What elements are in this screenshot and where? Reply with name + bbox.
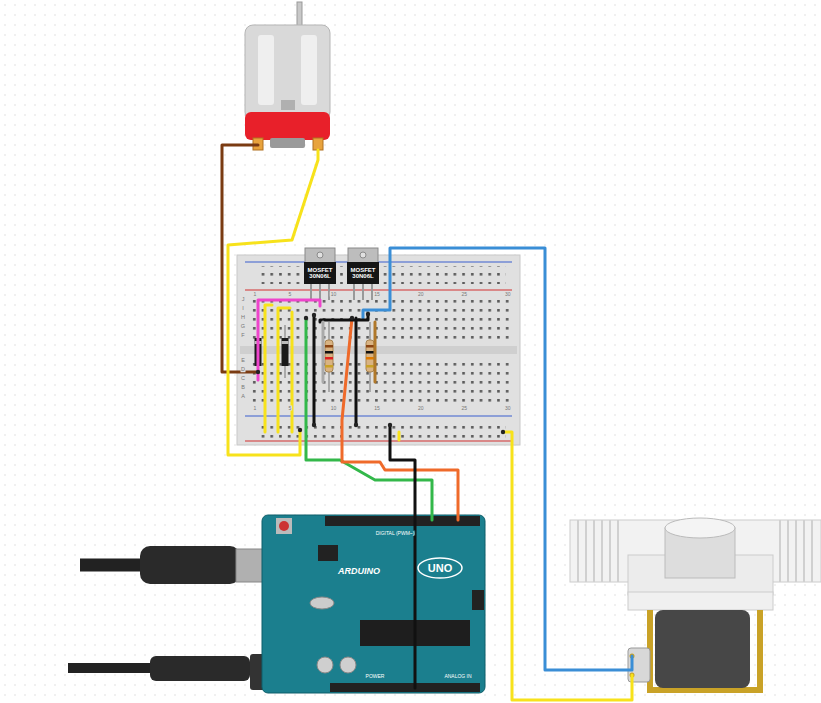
- column-number: 10: [330, 291, 337, 296]
- row-letter: B: [241, 385, 246, 391]
- header-label: DIGITAL (PWM~): [375, 531, 415, 536]
- column-number: 30: [505, 406, 512, 411]
- row-letter: E: [241, 358, 246, 364]
- usb-cable: [80, 546, 292, 584]
- column-number: 1: [253, 406, 257, 411]
- column-number: 20: [417, 291, 424, 296]
- column-number: 15: [374, 406, 381, 411]
- mosfet-package: MOSFET 30N06L: [347, 262, 379, 284]
- dc-motor: [245, 2, 330, 150]
- row-letter: J: [241, 297, 245, 303]
- jumper-wires: [222, 145, 632, 700]
- header-label: ANALOG IN: [444, 674, 472, 679]
- column-number: 1: [253, 291, 257, 296]
- row-letter: H: [241, 315, 246, 321]
- row-letter: F: [241, 333, 245, 339]
- arduino-board: [262, 515, 485, 693]
- wire-ends: [256, 312, 505, 434]
- arduino-board: ARDUINO UNO: [262, 515, 485, 693]
- column-number: 10: [330, 406, 337, 411]
- mosfet-package: MOSFET 30N06L: [304, 262, 336, 284]
- breadboard: [237, 255, 520, 445]
- diode-symbol: [255, 325, 289, 378]
- row-letter: D: [241, 367, 246, 373]
- column-number: 15: [374, 291, 381, 296]
- solenoid-valve: [570, 518, 821, 690]
- row-letter: I: [242, 306, 245, 312]
- part-marking: MOSFET 30N06L: [348, 267, 378, 280]
- column-number: 25: [461, 406, 468, 411]
- header-label: POWER: [365, 674, 385, 679]
- column-number: 5: [288, 291, 292, 296]
- row-letter: A: [241, 394, 246, 400]
- column-number: 25: [461, 291, 468, 296]
- part-marking: MOSFET 30N06L: [305, 267, 335, 280]
- column-number: 5: [288, 406, 292, 411]
- row-letter: G: [240, 324, 245, 330]
- column-number: 20: [417, 406, 424, 411]
- row-letter: C: [241, 376, 246, 382]
- mosfet-package: [305, 248, 378, 300]
- model-label: UNO: [428, 563, 452, 574]
- column-number: 30: [505, 291, 512, 296]
- brand-label: ARDUINO: [338, 567, 380, 576]
